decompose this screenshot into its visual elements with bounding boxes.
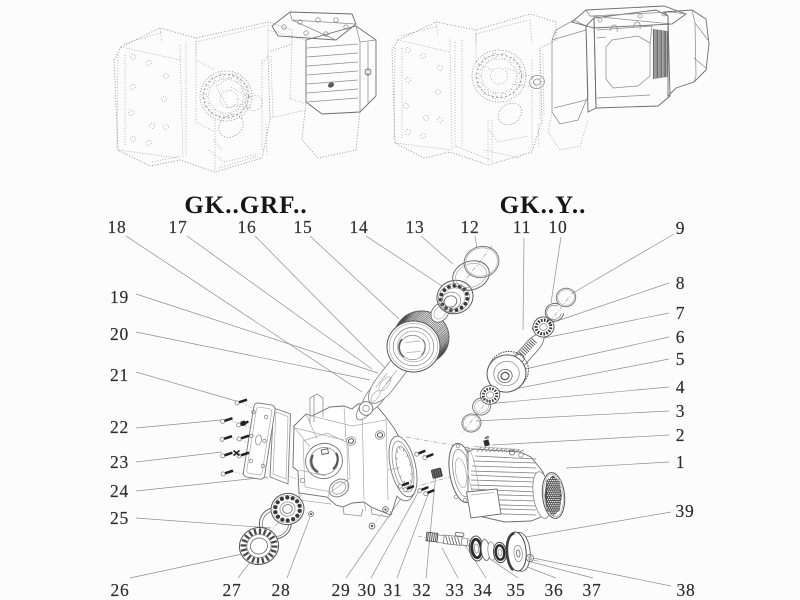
- svg-text:19: 19: [110, 287, 129, 307]
- svg-text:8: 8: [676, 273, 686, 293]
- svg-text:3: 3: [676, 401, 686, 421]
- svg-text:23: 23: [110, 452, 129, 472]
- svg-text:32: 32: [412, 580, 431, 600]
- svg-text:4: 4: [676, 377, 686, 397]
- svg-text:5: 5: [676, 349, 686, 369]
- svg-text:36: 36: [544, 580, 563, 600]
- svg-text:29: 29: [331, 580, 350, 600]
- svg-text:GK..Y..: GK..Y..: [500, 192, 587, 219]
- svg-text:15: 15: [293, 217, 312, 237]
- svg-text:6: 6: [676, 327, 686, 347]
- svg-text:13: 13: [405, 217, 424, 237]
- svg-text:GK..GRF..: GK..GRF..: [184, 192, 307, 219]
- svg-text:9: 9: [676, 218, 686, 238]
- svg-text:21: 21: [110, 365, 129, 385]
- svg-text:35: 35: [506, 580, 525, 600]
- svg-text:1: 1: [676, 452, 686, 472]
- svg-text:22: 22: [110, 417, 129, 437]
- svg-text:14: 14: [349, 217, 368, 237]
- svg-text:2: 2: [676, 425, 686, 445]
- svg-text:12: 12: [460, 217, 479, 237]
- svg-text:33: 33: [445, 580, 464, 600]
- svg-text:30: 30: [357, 580, 376, 600]
- svg-text:18: 18: [107, 217, 126, 237]
- svg-text:31: 31: [383, 580, 402, 600]
- svg-text:24: 24: [110, 481, 129, 501]
- svg-text:37: 37: [582, 580, 601, 600]
- svg-text:17: 17: [168, 217, 187, 237]
- svg-text:7: 7: [676, 303, 686, 323]
- svg-text:10: 10: [548, 217, 567, 237]
- svg-text:34: 34: [473, 580, 492, 600]
- svg-text:26: 26: [110, 580, 129, 600]
- svg-text:25: 25: [110, 508, 129, 528]
- svg-text:38: 38: [676, 580, 695, 600]
- svg-text:39: 39: [675, 501, 694, 521]
- svg-text:20: 20: [110, 324, 129, 344]
- svg-text:28: 28: [271, 580, 290, 600]
- svg-text:27: 27: [222, 580, 241, 600]
- svg-text:16: 16: [237, 217, 256, 237]
- svg-text:11: 11: [513, 217, 531, 237]
